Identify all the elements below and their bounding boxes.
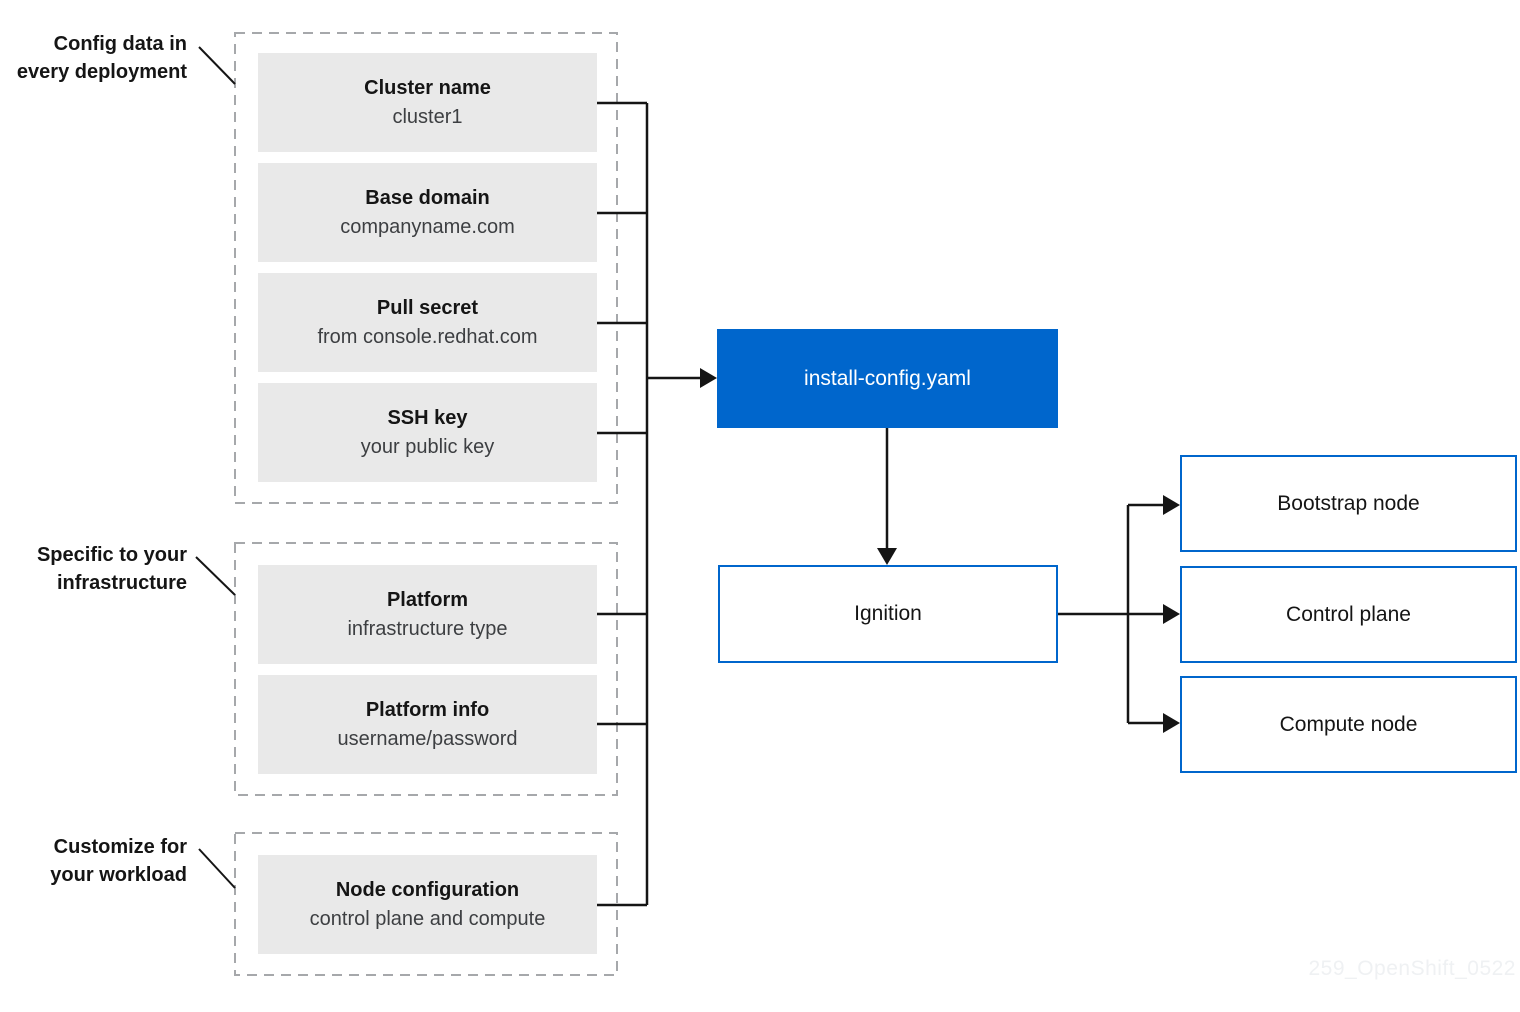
ignition-label: Ignition (854, 602, 922, 625)
ssh-key-title: SSH key (387, 407, 468, 429)
control-plane-box: Control plane (1180, 566, 1517, 663)
node-configuration-title: Node configuration (335, 879, 520, 901)
platform-info-value: username/password (337, 728, 518, 750)
install-config-yaml-label: install-config.yaml (804, 366, 971, 390)
arrowhead-bootstrap-node (1163, 495, 1180, 515)
platform-value: infrastructure type (347, 618, 508, 640)
ssh-key-value: your public key (360, 436, 495, 458)
label-workload: Customize for your workload (0, 833, 187, 889)
pull-secret-value: from console.redhat.com (317, 326, 538, 348)
pointer-line-infrastructure (195, 556, 236, 596)
compute-node-box: Compute node (1180, 676, 1517, 773)
bootstrap-node-box: Bootstrap node (1180, 455, 1517, 552)
config-box-node-configuration: Node configuration control plane and com… (258, 855, 597, 954)
pointer-line-config-data (198, 46, 236, 85)
label-config-data: Config data in every deployment (0, 30, 187, 86)
node-configuration-value: control plane and compute (309, 908, 546, 930)
config-box-cluster-name: Cluster name cluster1 (258, 53, 597, 152)
arrowhead-control-plane (1163, 604, 1180, 624)
base-domain-title: Base domain (365, 187, 490, 209)
platform-info-title: Platform info (365, 699, 490, 721)
base-domain-value: companyname.com (340, 216, 515, 238)
arrowhead-compute-node (1163, 713, 1180, 733)
config-box-base-domain: Base domain companyname.com (258, 163, 597, 262)
config-box-pull-secret: Pull secret from console.redhat.com (258, 273, 597, 372)
control-plane-label: Control plane (1286, 602, 1411, 626)
group-outline-config-data (234, 32, 618, 504)
label-infrastructure: Specific to your infrastructure (0, 541, 187, 597)
compute-node-label: Compute node (1279, 712, 1418, 736)
install-config-yaml-box: install-config.yaml (717, 329, 1058, 428)
config-box-platform: Platform infrastructure type (258, 565, 597, 664)
cluster-name-title: Cluster name (364, 77, 491, 99)
cluster-name-value: cluster1 (392, 106, 463, 128)
label-config-data-line1: Config data in (53, 33, 187, 55)
config-box-platform-info: Platform info username/password (258, 675, 597, 774)
watermark: 259_OpenShift_0522 (1308, 957, 1516, 980)
label-workload-line1: Customize for (53, 836, 187, 858)
bootstrap-node-label: Bootstrap node (1277, 491, 1420, 515)
ignition-box: Ignition (718, 565, 1058, 663)
pull-secret-title: Pull secret (376, 297, 479, 319)
arrowhead-ignition (877, 548, 897, 565)
group-outline-infrastructure (234, 542, 618, 796)
arrowhead-install-config (700, 368, 717, 388)
label-infrastructure-line1: Specific to your (36, 544, 187, 566)
pointer-line-workload (198, 848, 236, 889)
group-outline-workload (234, 832, 618, 976)
platform-title: Platform (386, 589, 469, 611)
label-config-data-line2: every deployment (16, 61, 187, 83)
label-infrastructure-line2: infrastructure (56, 572, 187, 594)
config-box-ssh-key: SSH key your public key (258, 383, 597, 482)
label-workload-line2: your workload (50, 864, 187, 886)
